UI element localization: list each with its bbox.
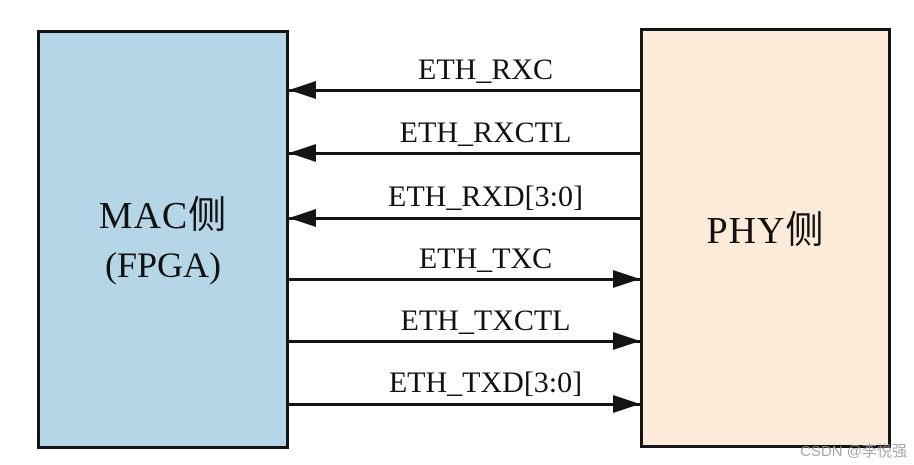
- mac-box-subtitle: (FPGA): [104, 244, 221, 285]
- mac-box-title: MAC侧: [98, 194, 228, 237]
- signal-line-eth-rxd: [288, 217, 641, 220]
- signal-label-eth-rxctl: ETH_RXCTL: [399, 116, 572, 149]
- arrowhead-right-icon: [613, 270, 640, 288]
- mac-box: MAC侧 (FPGA): [37, 30, 289, 449]
- csdn-watermark: CSDN @李悦强: [800, 443, 907, 460]
- signal-line-eth-rxctl: [288, 152, 641, 155]
- phy-box-title: PHY侧: [706, 210, 825, 252]
- signal-line-eth-rxc: [288, 89, 641, 92]
- arrowhead-right-icon: [613, 332, 640, 350]
- signal-line-eth-txd: [288, 403, 641, 406]
- signal-label-eth-rxc: ETH_RXC: [418, 53, 553, 86]
- signal-label-eth-txc: ETH_TXC: [418, 242, 553, 275]
- signal-line-eth-txctl: [288, 340, 641, 343]
- arrowhead-left-icon: [289, 209, 316, 227]
- signal-label-eth-txd: ETH_TXD[3:0]: [388, 366, 583, 399]
- arrowhead-left-icon: [289, 81, 316, 99]
- phy-box: PHY侧: [640, 28, 891, 448]
- arrowhead-right-icon: [613, 395, 640, 413]
- signal-label-eth-txctl: ETH_TXCTL: [400, 304, 571, 337]
- signal-line-eth-txc: [288, 278, 641, 281]
- signal-label-eth-rxd: ETH_RXD[3:0]: [388, 180, 583, 213]
- arrowhead-left-icon: [289, 144, 316, 162]
